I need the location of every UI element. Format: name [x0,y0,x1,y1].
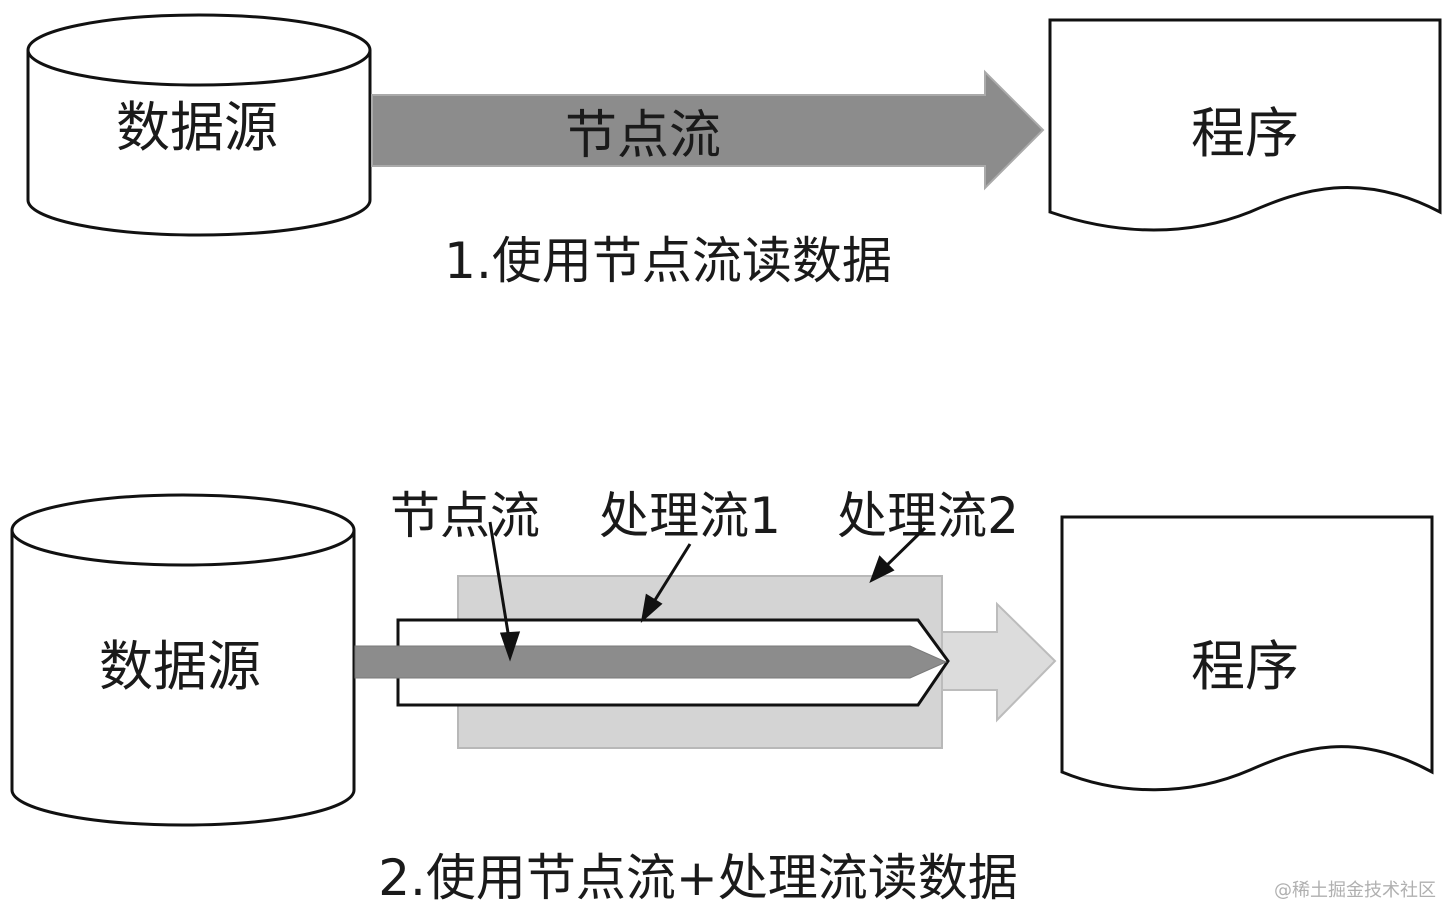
pointer-node-stream [488,521,512,646]
data-source-label: 数据源 [116,96,278,159]
pointer-processing-stream-1-head [640,593,663,623]
processing-stream-2-label: 处理流2 [837,487,1019,545]
pointer-processing-stream-2 [880,526,927,572]
caption-1: 1.使用节点流读数据 [444,232,892,290]
diagram-1: 数据源 节点流 程序 1.使用节点流读数据 [26,13,1442,290]
data-source-cylinder: 数据源 [26,13,372,237]
data-source-label-2: 数据源 [99,635,261,698]
node-stream-label-2: 节点流 [390,487,540,545]
program-document-2: 程序 [1060,515,1434,792]
program-document: 程序 [1048,18,1442,232]
pointer-arrows [488,521,927,662]
node-stream-bar [354,645,948,679]
node-stream-arrow: 节点流 [371,69,1045,191]
diagram-2: 数据源 程序 节点流 处理流1 处理流2 2.使用节点流+处理 [10,487,1434,906]
watermark: @稀土掘金技术社区 [1274,880,1436,901]
processing-stream-1-label: 处理流1 [599,487,781,545]
pointer-processing-stream-1 [648,543,692,609]
program-label: 程序 [1191,102,1299,165]
pointer-processing-stream-2-head [869,555,895,584]
pointer-node-stream-head [499,631,521,662]
node-stream-label: 节点流 [565,106,721,166]
data-source-cylinder-2: 数据源 [10,493,356,827]
program-label-2: 程序 [1191,635,1299,698]
caption-2: 2.使用节点流+处理流读数据 [378,849,1018,906]
